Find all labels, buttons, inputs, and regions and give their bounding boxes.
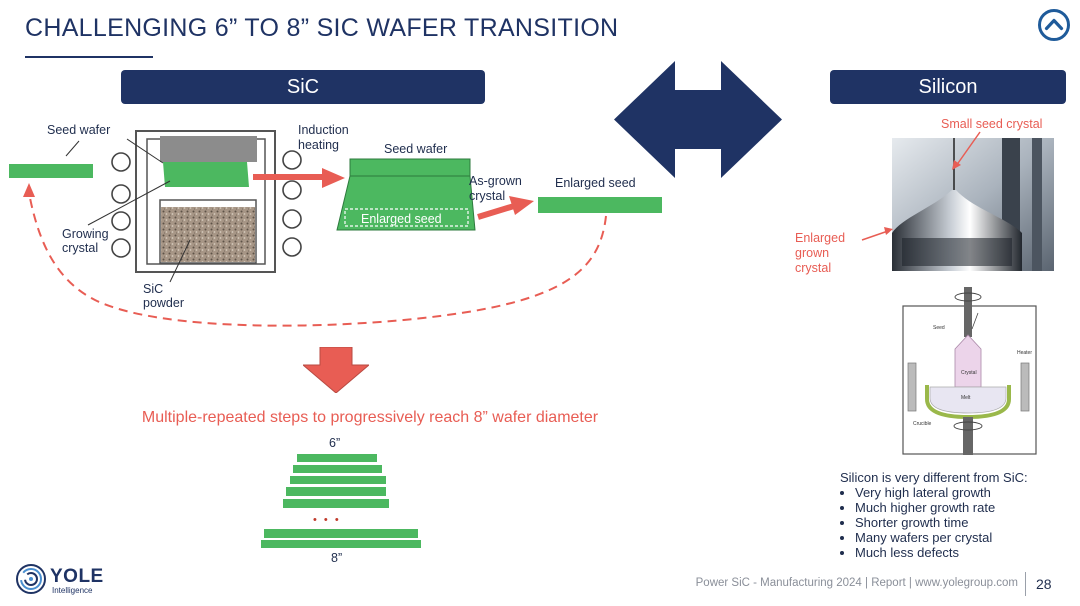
induction-coils [111,150,302,258]
schematic-crucible-label: Crucible [913,421,932,427]
enlarged-seed-right-label: Enlarged seed [555,176,636,190]
stack-bottom-label: 8” [331,551,343,565]
list-item: Shorter growth time [855,515,1028,530]
silicon-bullet-list: Very high lateral growth Much higher gro… [840,485,1028,560]
seed-wafer-top [349,158,471,177]
induction-heating-label-line1: Induction [298,123,349,137]
schematic-seed-label: Seed [933,325,945,331]
page-title: CHALLENGING 6” TO 8” SIC WAFER TRANSITIO… [25,14,619,42]
schematic-melt-label: Melt [961,395,971,401]
sic-header-label: SiC [286,75,320,98]
yole-logo-word: YOLE [50,566,104,587]
enlarged-grown-pointer [861,227,893,241]
as-grown-label-line1: As-grown [469,174,522,188]
return-loop [28,192,607,327]
down-arrow-icon [303,347,369,393]
enlarged-grown-label-line2: grown [795,246,830,260]
list-item: Many wafers per crystal [855,530,1028,545]
sic-powder-label-line2: powder [143,296,184,310]
silicon-intro: Silicon is very different from SiC: [840,470,1028,485]
sic-powder [161,207,255,262]
enlarged-seed-outline [344,208,469,227]
seed-wafer-left-label: Seed wafer [47,123,111,137]
sic-process-diagram [9,130,662,327]
schematic-crystal-label: Crystal [961,370,977,376]
small-seed-crystal-label: Small seed crystal [941,117,1043,131]
list-item: Very high lateral growth [855,485,1028,500]
list-item: Much higher growth rate [855,500,1028,515]
list-item: Much less defects [855,545,1028,560]
sic-powder-label-line1: SiC [143,282,164,296]
crucible [159,199,257,264]
as-grown-crystal [336,175,476,231]
page-number: 28 [1036,576,1052,592]
as-grown-label-line2: crystal [469,189,506,203]
silicon-header: Silicon [830,70,1066,104]
furnace-lid [160,136,257,162]
stack-dots: • • • [313,514,341,526]
footer-divider [1025,572,1026,596]
wafer-stack [261,454,421,548]
stack-top-label: 6” [329,436,341,450]
enlarged-grown-label-line3: crystal [795,261,832,275]
growing-crystal [163,162,249,187]
silicon-header-label: Silicon [918,75,978,98]
chevron-up-circle-icon[interactable] [1037,8,1071,42]
double-arrow-icon [614,61,782,178]
yole-logo-sub: Intelligence [52,586,93,595]
induction-heating-label-line2: heating [298,138,340,152]
enlarged-grown-label-line1: Enlarged [795,231,846,245]
silicon-crystal-photo [892,138,1054,271]
growing-crystal-label-line2: crystal [62,241,99,255]
czochralski-schematic [902,287,1037,455]
schematic-heater-label: Heater [1017,350,1033,356]
seed-wafer-bar [9,164,93,178]
growing-crystal-label-line1: Growing [62,227,109,241]
enlarged-seed-bar [538,197,662,213]
yole-logo-icon [16,564,46,594]
seed-wafer-mid-label: Seed wafer [384,142,448,156]
small-seed-pointer [952,131,981,170]
steps-caption: Multiple-repeated steps to progressively… [141,409,599,426]
footer-text: Power SiC - Manufacturing 2024 | Report … [695,577,1018,589]
title-underline [25,56,153,58]
silicon-comparison: Silicon is very different from SiC: Very… [840,470,1028,560]
enlarged-seed-inner-label: Enlarged seed [361,212,442,226]
sic-header: SiC [121,70,485,104]
